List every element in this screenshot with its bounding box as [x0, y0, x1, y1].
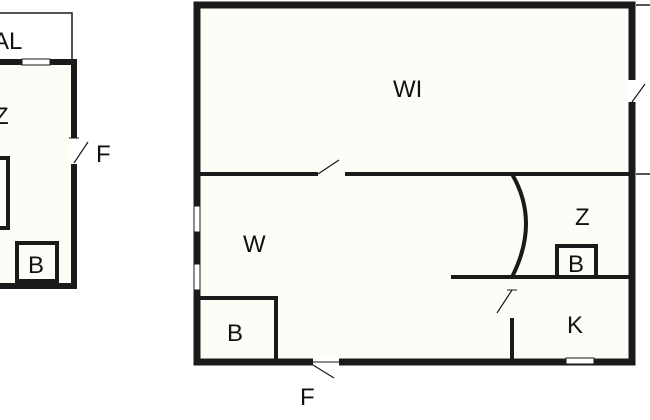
w-window-upper — [193, 205, 201, 233]
wi-label: WI — [393, 76, 422, 103]
main-floor — [197, 5, 632, 362]
left-room-label: Z — [0, 103, 9, 130]
w-b-box — [197, 296, 278, 362]
f-door-leaf — [312, 364, 335, 379]
curved-partition — [510, 172, 528, 278]
left-top-window — [21, 58, 51, 66]
f-door-label: F — [300, 384, 315, 411]
w-b-label: B — [227, 320, 243, 347]
z-b-box — [555, 244, 598, 279]
right-building — [636, 4, 650, 175]
left-b-label: B — [28, 252, 44, 279]
left-top-label: AL — [0, 28, 22, 55]
main-outer-wall — [193, 1, 636, 366]
left-closet — [0, 156, 10, 230]
main-building — [193, 1, 646, 379]
left-floor — [0, 62, 74, 284]
left-b-box — [15, 241, 59, 283]
z-label: Z — [575, 204, 590, 231]
left-label-box — [0, 12, 73, 62]
k-window — [565, 357, 595, 365]
left-door-leaf — [73, 141, 89, 164]
k-label: K — [567, 312, 583, 339]
k-door-leaf — [496, 289, 513, 314]
z-b-label: B — [568, 251, 584, 278]
left-building — [0, 12, 89, 289]
wi-right-door-leaf — [631, 83, 646, 103]
wi-door-leaf — [317, 159, 340, 175]
w-window-lower — [193, 263, 201, 291]
left-f-label: F — [96, 141, 111, 168]
left-door-gap — [69, 138, 79, 164]
w-label: W — [243, 231, 266, 258]
wi-right-door-gap — [628, 80, 636, 102]
